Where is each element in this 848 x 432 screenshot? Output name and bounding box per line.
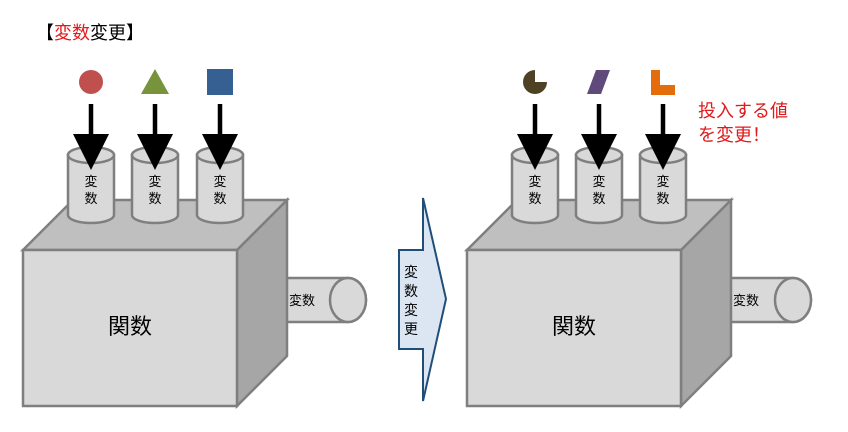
left-function-label: 関数 xyxy=(108,315,152,340)
right-input-label-2: 変 xyxy=(592,174,605,190)
title-highlight: 変数 xyxy=(54,23,90,44)
left-input-cylinder-2: 変 数 xyxy=(130,145,180,225)
left-input-cylinder-1: 変 数 xyxy=(66,145,116,225)
svg-text:数: 数 xyxy=(213,192,226,207)
left-box-front xyxy=(21,248,239,408)
left-input-label-3: 変 xyxy=(213,174,226,190)
right-input-label-1: 変 xyxy=(528,174,541,190)
change-note: 投入する値 を変更！ xyxy=(698,100,788,148)
left-machine: 変数 関数 変 数 変 数 変 数 xyxy=(19,69,368,410)
right-input-label-3: 変 xyxy=(656,174,669,190)
note-line-2: を変更！ xyxy=(698,125,770,146)
svg-text:数: 数 xyxy=(656,192,669,207)
diagram-title: 【変数変更】 xyxy=(36,23,144,44)
pacman-icon xyxy=(523,70,547,94)
left-output-label: 変数 xyxy=(289,293,315,309)
square-icon xyxy=(207,69,233,95)
svg-text:数: 数 xyxy=(148,192,161,207)
parallelogram-icon xyxy=(587,70,610,94)
svg-text:変: 変 xyxy=(404,264,418,281)
right-input-cylinder-2: 変 数 xyxy=(574,145,624,225)
left-input-label-1: 変 xyxy=(84,174,97,190)
svg-text:変: 変 xyxy=(404,302,418,319)
right-input-cylinder-3: 変 数 xyxy=(638,145,688,225)
svg-text:数: 数 xyxy=(404,284,418,300)
right-machine: 変数 関数 変 数 変 数 変 数 xyxy=(463,70,813,410)
svg-text:数: 数 xyxy=(592,192,605,207)
svg-text:数: 数 xyxy=(84,192,97,207)
right-input-cylinder-1: 変 数 xyxy=(510,145,560,225)
right-function-label: 関数 xyxy=(552,315,596,340)
left-input-label-2: 変 xyxy=(148,174,161,190)
l-shape-icon xyxy=(651,70,675,95)
right-output-label: 変数 xyxy=(733,293,759,309)
left-input-cylinder-3: 変 数 xyxy=(195,145,245,225)
transition-arrow: 変 数 変 更 xyxy=(398,197,448,402)
svg-text:更: 更 xyxy=(404,322,418,338)
svg-text:数: 数 xyxy=(528,192,541,207)
note-line-1: 投入する値 xyxy=(698,101,788,122)
right-box-front xyxy=(465,248,683,408)
circle-icon xyxy=(79,70,103,94)
triangle-icon xyxy=(141,69,169,94)
